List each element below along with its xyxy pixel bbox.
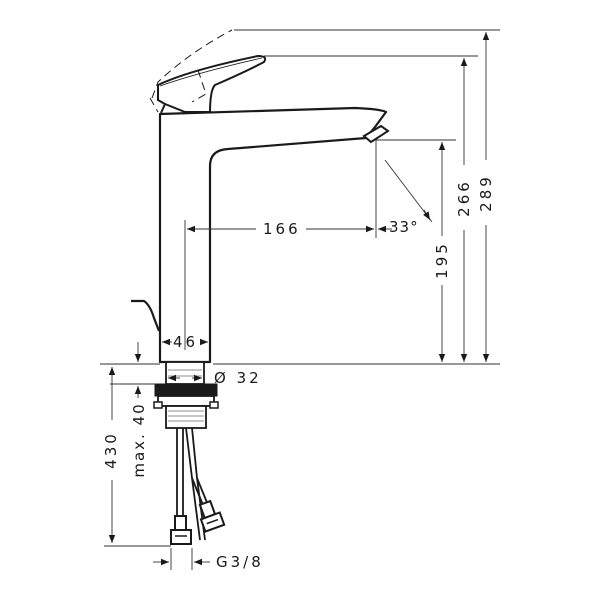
lever-handle	[157, 54, 267, 114]
dim-spray-angle: 33°	[389, 218, 419, 236]
faucet-body	[158, 106, 388, 364]
dim-spout-height: 195	[433, 241, 451, 279]
dim-spout-reach: 166	[263, 220, 301, 238]
dimension-lines	[100, 29, 500, 570]
dim-hose-length: 430	[102, 431, 120, 469]
dim-mount-diameter: Ø 32	[214, 369, 262, 387]
dim-connection-thread: G3/8	[216, 553, 264, 571]
hose-fittings	[170, 499, 226, 545]
lever-open-position	[149, 29, 233, 113]
dim-body-width: 46	[173, 333, 199, 351]
mounting-shank	[153, 361, 219, 429]
dim-max-deck-thickness: max. 40	[130, 402, 148, 478]
dim-lever-top-height: 266	[455, 179, 473, 217]
popup-rod	[131, 299, 161, 332]
aerator	[362, 124, 390, 144]
dim-lever-open-height: 289	[477, 174, 495, 212]
